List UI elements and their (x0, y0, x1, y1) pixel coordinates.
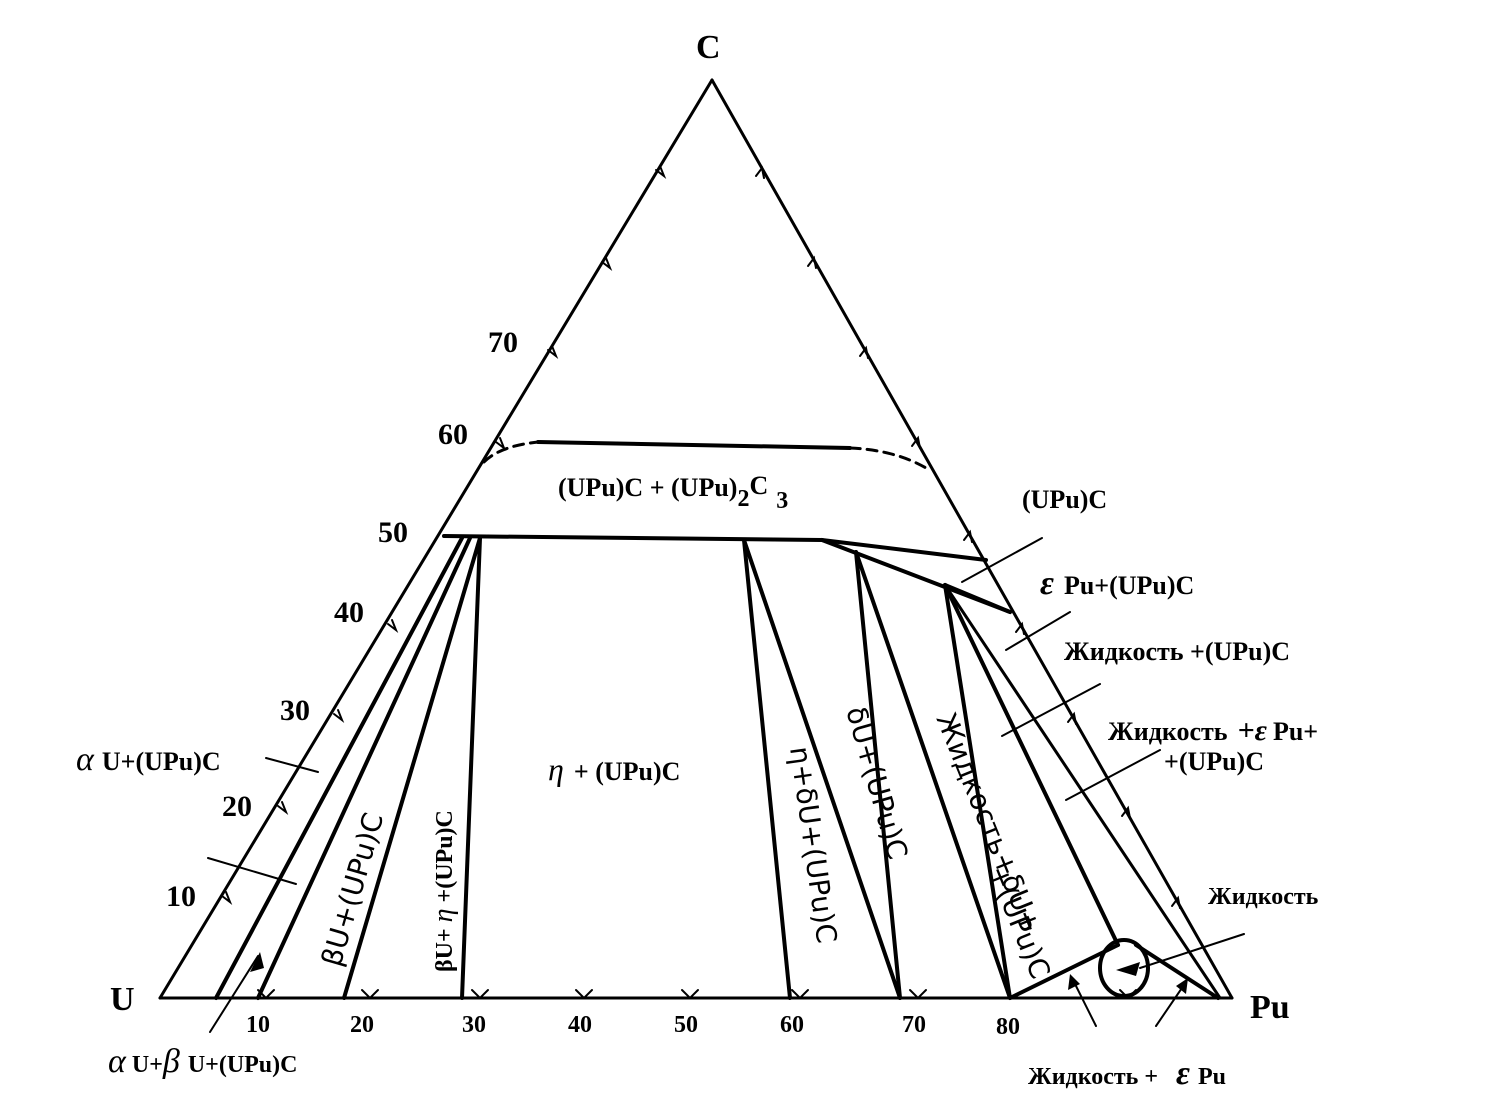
region-liq-upc: Жидкость +(UPu)C (1064, 637, 1290, 666)
boundary-eps-bottom (943, 583, 1012, 614)
region-liq-eps-upc-line2: +(UPu)C (1164, 747, 1264, 776)
left-edge (158, 78, 714, 1000)
tie-line-6 (742, 538, 902, 1000)
vertex-u-label: U (110, 981, 135, 1018)
left-tick-40: 40 (334, 596, 364, 629)
left-tick-50: 50 (378, 516, 408, 549)
bottom-tick-40: 40 (568, 1012, 592, 1038)
left-edge-ticks (221, 165, 667, 905)
isoline-60 (536, 440, 852, 450)
leader-arrowheads (250, 952, 1188, 994)
region-eta-upc: η+ (UPu)C (548, 751, 680, 787)
tie-line-3 (342, 536, 482, 1000)
region-liquid: Жидкость (1208, 884, 1319, 910)
region-eta-delta-u-upc: η+δU+(UPu)C (783, 744, 843, 945)
vertex-pu-label: Pu (1250, 989, 1290, 1026)
bottom-tick-20: 20 (350, 1012, 374, 1038)
left-tick-10: 10 (166, 880, 196, 913)
left-tick-20: 20 (222, 790, 252, 823)
tie-line-5 (742, 538, 792, 1000)
tie-line-2 (256, 536, 472, 1000)
liquid-loop (1098, 938, 1150, 998)
bottom-tick-70: 70 (902, 1012, 926, 1038)
bottom-tick-80: 80 (996, 1014, 1020, 1040)
tie-line-9 (943, 583, 1012, 1000)
tie-line-10 (943, 583, 1120, 947)
left-tick-30: 30 (280, 694, 310, 727)
isoline-60-dash-left (482, 440, 540, 464)
tie-line-13 (1134, 943, 1220, 1000)
region-beta-u-upc: βU+(UPu)C (315, 809, 390, 970)
tie-line-8 (854, 550, 1012, 1000)
region-delta-u-upc: δU+(UPu)C (839, 703, 914, 863)
left-tick-60: 60 (438, 418, 468, 451)
right-edge-ticks (755, 165, 1181, 909)
tie-line-7 (854, 550, 902, 1000)
tie-line-1 (214, 536, 464, 1000)
left-tick-70: 70 (488, 326, 518, 359)
tie-line-12 (1008, 943, 1120, 1000)
leader-lines (207, 537, 1245, 1033)
tie-line-4 (460, 536, 482, 1000)
bottom-tick-10: 10 (246, 1012, 270, 1038)
bottom-tick-50: 50 (674, 1012, 698, 1038)
boundary-upc-right (820, 538, 988, 562)
vertex-c-label: C (696, 29, 721, 66)
region-upc-upu2c3: (UPu)C + (UPu)2C3 (558, 471, 788, 514)
isoline-50 (442, 534, 824, 542)
base-ticks (257, 989, 1137, 1000)
isoline-60-dash-right (848, 446, 928, 470)
bottom-tick-30: 30 (462, 1012, 486, 1038)
region-beta-u-eta-upc: βU+η+(UPu)C (428, 810, 459, 972)
region-upc: (UPu)C (1022, 485, 1107, 514)
bottom-tick-60: 60 (780, 1012, 804, 1038)
